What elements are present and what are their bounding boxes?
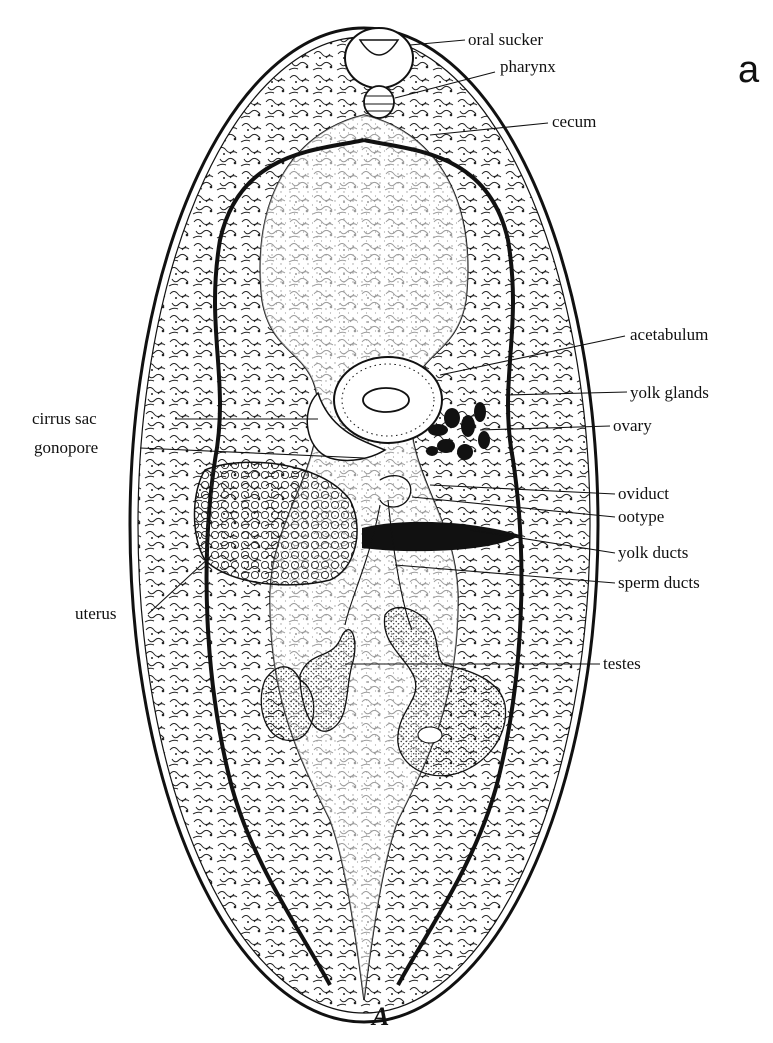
acetabulum [334,357,442,443]
label-pharynx: pharynx [500,57,556,76]
label-oviduct: oviduct [618,484,669,503]
oral-sucker [345,28,413,88]
label-acetabulum: acetabulum [630,325,708,344]
label-cirrus-sac: cirrus sac [32,409,97,428]
label-ootype: ootype [618,507,664,526]
pharynx [364,86,394,118]
label-uterus: uterus [75,604,117,623]
label-sperm-ducts: sperm ducts [618,573,700,592]
label-oral-sucker: oral sucker [468,30,543,49]
label-yolk-glands: yolk glands [630,383,709,402]
label-ovary: ovary [613,416,652,435]
label-cecum: cecum [552,112,596,131]
label-yolk-ducts: yolk ducts [618,543,688,562]
label-testes: testes [603,654,641,673]
plate-letter: a [738,49,760,91]
label-gonopore: gonopore [34,438,98,457]
figure-letter: A [370,1002,389,1031]
